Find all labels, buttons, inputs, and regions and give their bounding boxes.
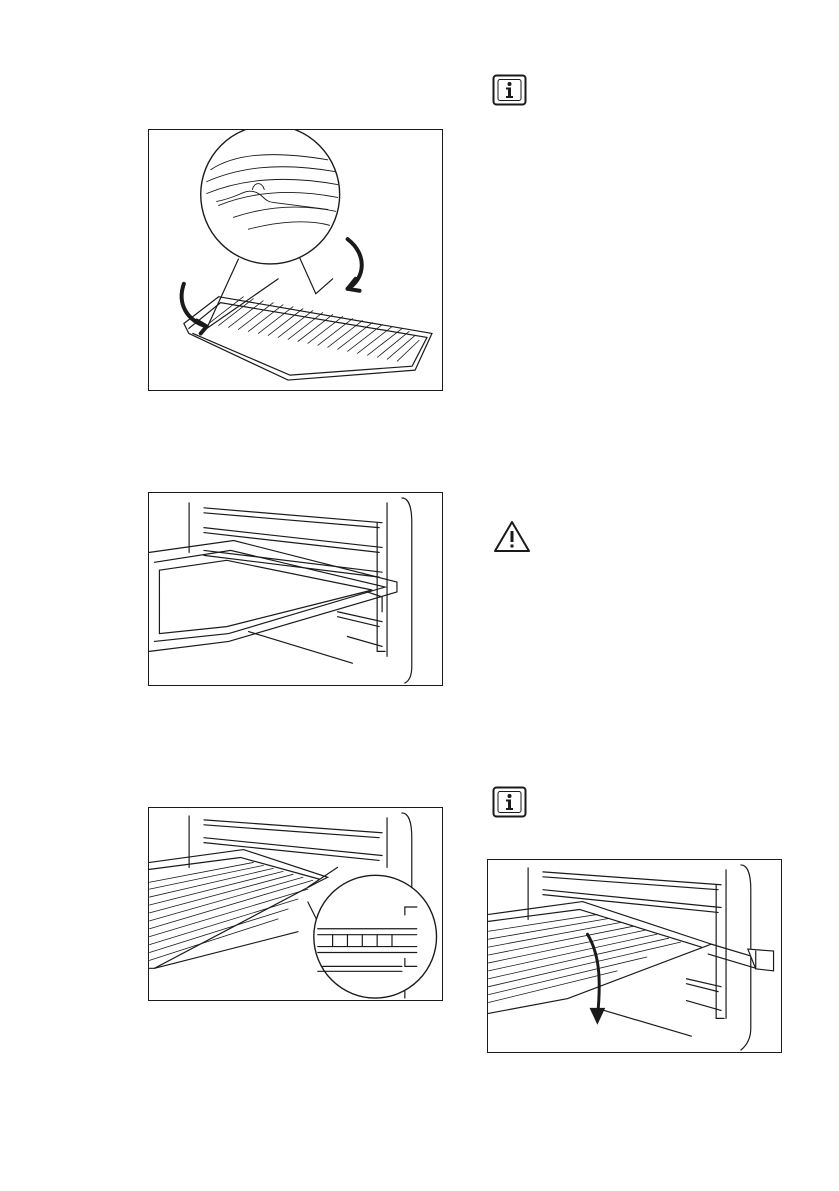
figure-telescopic-runner (487, 859, 782, 1053)
information-icon (492, 74, 527, 106)
grid-on-tray-illustration (149, 130, 442, 390)
grid-in-rails-illustration (149, 808, 442, 1000)
info-icon-bottom (492, 786, 527, 818)
information-icon (492, 786, 527, 818)
figure-tray-in-rails (148, 492, 443, 686)
tray-in-rails-illustration (149, 493, 442, 685)
figure-grid-on-tray (148, 129, 443, 391)
figure-grid-in-rails (148, 807, 443, 1001)
warning-triangle-icon (492, 519, 532, 555)
telescopic-runner-illustration (488, 860, 781, 1052)
warning-icon-container (492, 519, 532, 555)
info-icon-top (492, 74, 527, 106)
